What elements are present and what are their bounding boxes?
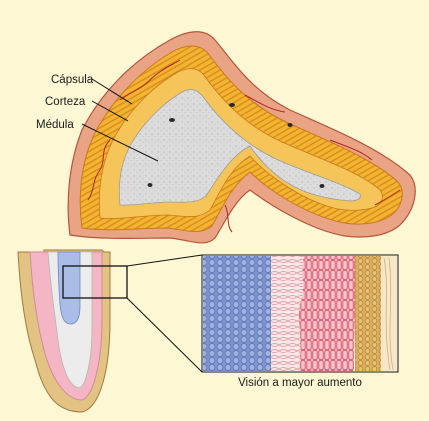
label-medula: Médula	[36, 119, 74, 131]
zone-capsule-fibers	[381, 256, 397, 371]
label-corteza: Corteza	[45, 96, 86, 108]
zone-blue-cells	[203, 256, 271, 371]
zoom-caption: Visión a mayor aumento	[238, 377, 362, 389]
gland-section: Cápsula Corteza Médula	[36, 32, 415, 243]
zone-tan-cells	[355, 256, 381, 371]
zone-red-cells	[299, 256, 356, 371]
schematic-blue	[58, 252, 80, 324]
zone-schematic	[18, 250, 202, 412]
label-capsula: Cápsula	[51, 74, 94, 86]
magnified-view: Visión a mayor aumento	[202, 255, 398, 389]
